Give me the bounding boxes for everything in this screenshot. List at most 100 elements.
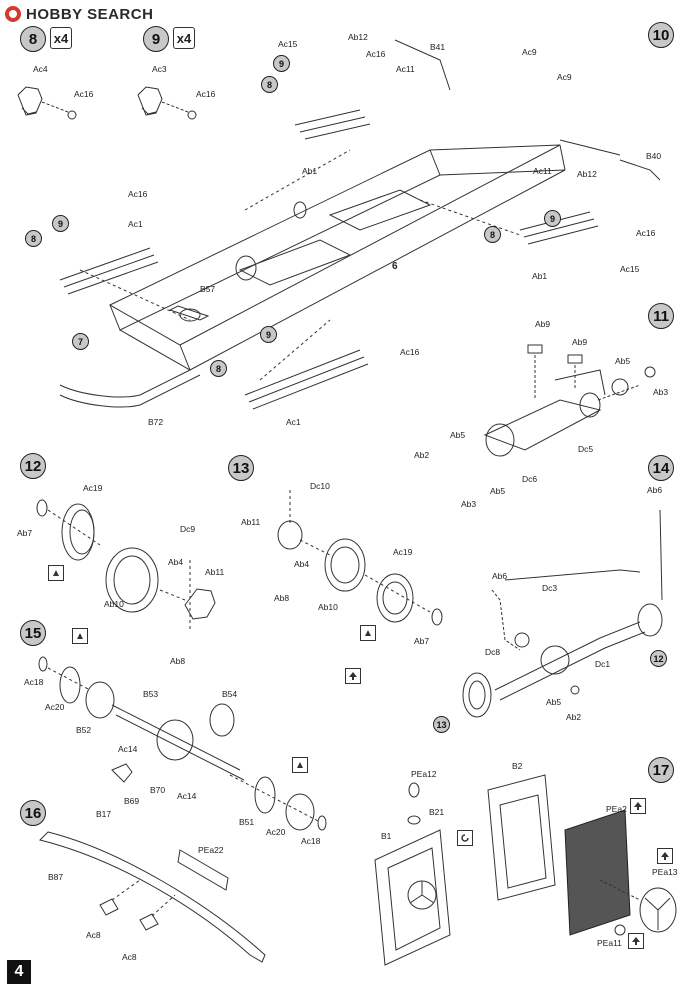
step13-wheel-drawing [277,490,443,626]
step12-wheel-drawing [36,499,216,630]
orientation-arrow-icon [628,933,644,949]
part-label: B53 [143,689,159,699]
step-badge-8: 8 [20,26,46,52]
part-label: Ab11 [205,567,225,577]
part-label: Ab7 [17,528,33,538]
part-label: Ab8 [170,656,186,666]
part-label: Ab6 [492,571,508,581]
ref-step-9: 9 [544,210,561,227]
orientation-arrow-icon [630,798,646,814]
part-label: 6 [392,261,398,272]
paint-note-icon [360,625,376,641]
hobby-search-watermark: HOBBY SEARCH [4,3,153,25]
part-label: Ab2 [566,712,582,722]
part-label: Ab5 [546,697,562,707]
part-label: Ac16 [366,49,386,59]
part-label: Ab6 [647,485,663,495]
chassis-frame-drawing [59,39,661,410]
part-label: Ac18 [301,836,321,846]
step-9-multiplier: x4 [173,27,195,49]
ref-step-8: 8 [484,226,501,243]
step-badge-13: 13 [228,455,254,481]
part-label: Ac9 [557,72,572,82]
part-label: Ac16 [636,228,656,238]
part-label: Dc9 [180,524,196,534]
part-label: Ab1 [302,166,318,176]
hobby-search-logo-icon [5,6,21,22]
step-badge-10: 10 [648,22,674,48]
part-label: Ab1 [532,271,548,281]
part-label: Ac16 [400,347,420,357]
part-label: Ac20 [45,702,65,712]
step16-bumper-drawing [39,831,266,963]
part-label: Dc6 [522,474,538,484]
part-label: B2 [512,761,523,771]
part-label: Ab12 [348,32,368,42]
part-label: Ac15 [620,264,640,274]
part-label: B51 [239,817,255,827]
part-label: Ab9 [535,319,551,329]
part-label: PEa11 [597,938,622,948]
step-badge-12: 12 [20,453,46,479]
part-label: Ac16 [74,89,94,99]
part-label: PEa12 [411,769,437,779]
part-label: Ac1 [128,219,143,229]
watermark-text: HOBBY SEARCH [26,5,154,23]
step15-axle-drawing [38,656,327,831]
paint-note-icon [72,628,88,644]
part-label: B21 [429,807,445,817]
ref-step-8: 8 [261,76,278,93]
part-label: Ab10 [104,599,124,609]
part-label: Ac3 [152,64,167,74]
step-badge-16: 16 [20,800,46,826]
part-label: Ac19 [83,483,103,493]
part-label: Ac14 [118,744,138,754]
step-badge-14: 14 [648,455,674,481]
part-label: Ac8 [86,930,101,940]
step17-grille-drawing [374,774,677,966]
step-badge-11: 11 [648,303,674,329]
part-label: Ac14 [177,791,197,801]
step-badge-9: 9 [143,26,169,52]
ref-step-9: 9 [52,215,69,232]
paint-note-icon [292,757,308,773]
ref-step-7: 7 [72,333,89,350]
part-label: Ab5 [490,486,506,496]
part-label: Ac19 [393,547,413,557]
part-label: Ac8 [122,952,137,962]
part-label: Ac20 [266,827,286,837]
step-badge-17: 17 [648,757,674,783]
part-label: Ab2 [414,450,430,460]
step8-parts-drawing [17,86,77,120]
part-label: Ac11 [396,64,415,74]
ref-step-13: 13 [433,716,450,733]
part-label: Ab3 [653,387,669,397]
step-badge-15: 15 [20,620,46,646]
part-label: PEa2 [606,804,627,814]
part-label: Dc1 [595,659,611,669]
part-label: Dc3 [542,583,558,593]
part-label: Ac11 [533,166,552,176]
part-label: Dc5 [578,444,594,454]
rotate-view-icon [457,830,473,846]
part-label: Ab8 [274,593,290,603]
part-label: B54 [222,689,238,699]
part-label: B57 [200,284,216,294]
step9-parts-drawing [137,86,197,120]
part-label: Ab4 [294,559,310,569]
part-label: B41 [430,42,446,52]
part-label: Ac1 [286,417,301,427]
page-number: 4 [7,960,31,984]
orientation-arrow-icon [657,848,673,864]
part-label: Ab5 [450,430,466,440]
part-label: B52 [76,725,92,735]
paint-note-icon [48,565,64,581]
part-label: Ab3 [461,499,477,509]
part-label: Ab12 [577,169,597,179]
part-label: Ab9 [572,337,588,347]
step-8-multiplier: x4 [50,27,72,49]
part-label: Ac15 [278,39,298,49]
part-label: Ab11 [241,517,261,527]
